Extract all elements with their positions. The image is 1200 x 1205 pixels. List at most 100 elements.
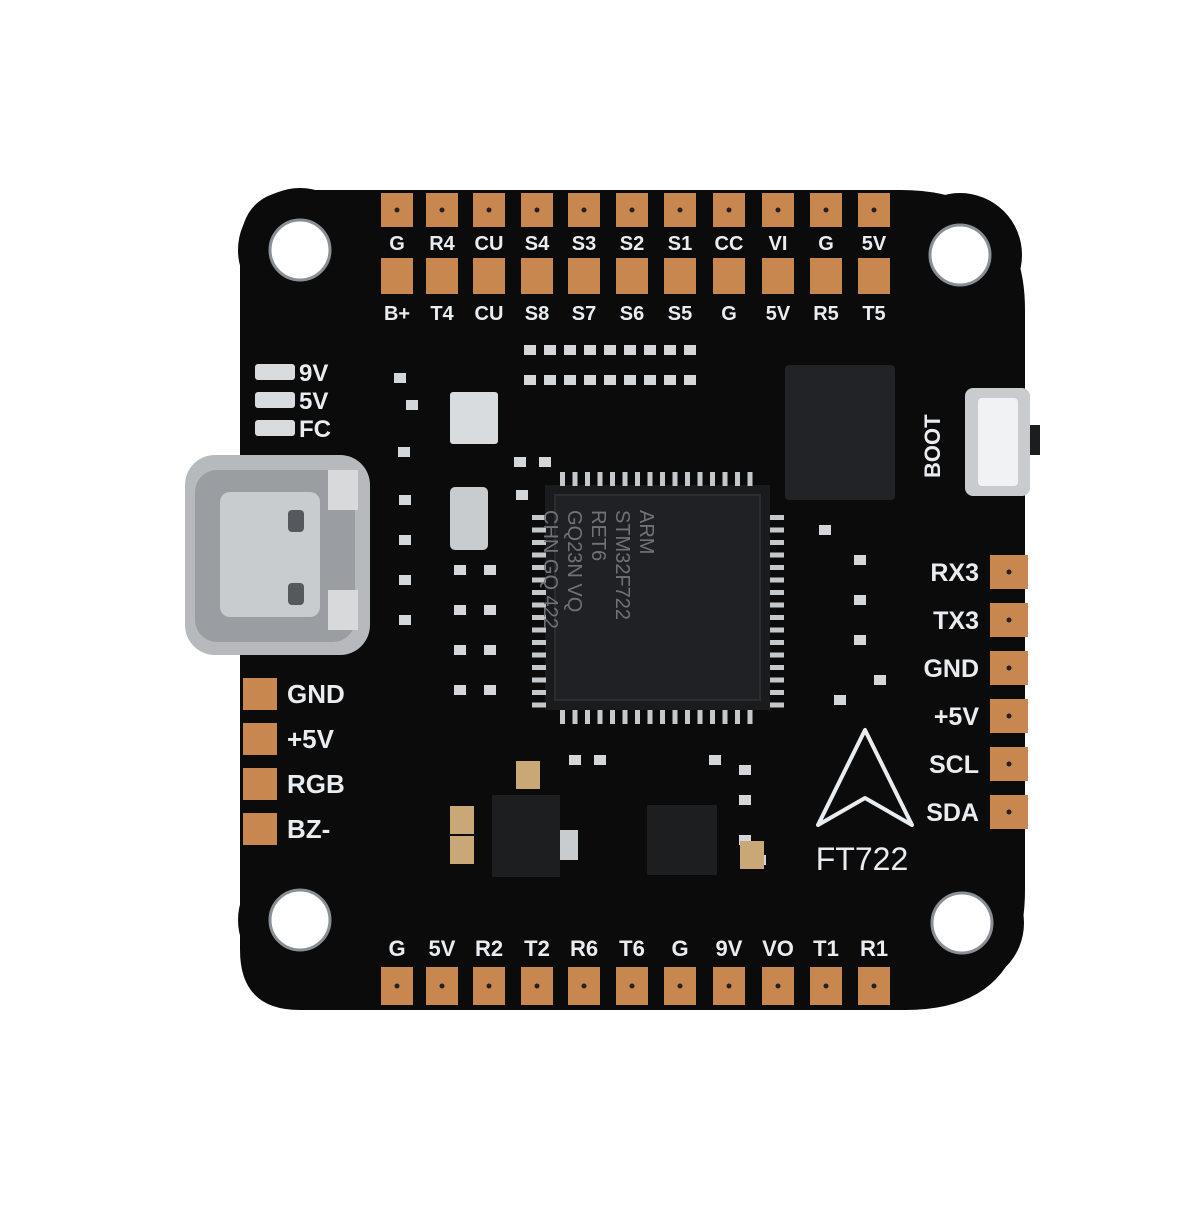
solder-pad-r5[interactable]: [810, 258, 842, 294]
via: [823, 207, 829, 213]
solder-pad-s5[interactable]: [664, 258, 696, 294]
smd-component: [454, 645, 466, 655]
smd-component: [454, 685, 466, 695]
smd-component: [644, 375, 656, 385]
smd-component: [399, 615, 411, 625]
mcu-pin: [572, 710, 578, 724]
via: [1006, 569, 1012, 575]
pad-label: S3: [572, 233, 596, 255]
mcu-pin: [532, 627, 546, 633]
pad-label: 5V: [429, 936, 456, 961]
pad-label: BZ-: [287, 814, 330, 844]
solder-pad-s6[interactable]: [616, 258, 648, 294]
ft722-logo: FT722: [816, 728, 914, 877]
mcu-pin: [735, 472, 740, 486]
mcu-pin: [710, 472, 715, 486]
mcu-pin: [560, 710, 565, 724]
via: [629, 983, 635, 989]
via: [394, 207, 400, 213]
mcu-pin: [770, 640, 784, 645]
pad-label: T2: [524, 936, 550, 961]
solder-pad-cu[interactable]: [473, 258, 505, 294]
via: [534, 207, 540, 213]
solder-pad-s8[interactable]: [521, 258, 553, 294]
smd-component: [398, 447, 410, 457]
pad-label: G: [671, 936, 688, 961]
capacitor: [450, 806, 474, 834]
boot-button[interactable]: [965, 388, 1040, 496]
pad-label: S6: [620, 303, 644, 325]
smd-component: [484, 565, 496, 575]
via: [823, 983, 829, 989]
mcu-pin: [532, 677, 546, 683]
usb-c-connector[interactable]: [185, 455, 370, 655]
via: [1006, 809, 1012, 815]
smd-component: [594, 755, 606, 765]
mcu-pin: [770, 677, 784, 683]
mcu-pin: [560, 472, 565, 486]
mcu-pin: [622, 472, 628, 486]
pad-label: 5V: [862, 233, 887, 255]
pad-label: G: [721, 303, 737, 325]
solder-pad-g[interactable]: [713, 258, 745, 294]
mount-hole-bottom-right: [900, 861, 1024, 985]
smd-component: [564, 345, 576, 355]
mcu-pin: [747, 710, 753, 724]
mcu-pin: [735, 710, 740, 724]
mount-hole-top-right: [898, 193, 1022, 317]
mcu-pin: [770, 652, 784, 658]
via: [871, 983, 877, 989]
smd-component: [684, 345, 696, 355]
solder-pad-bplus[interactable]: [381, 258, 413, 294]
pad-label: T4: [430, 303, 454, 325]
solder-pad-t4[interactable]: [426, 258, 458, 294]
mcu-pin: [722, 710, 728, 724]
solder-pad-rgb[interactable]: [243, 768, 277, 800]
pad-label: 5V: [766, 303, 791, 325]
pad-label: R5: [813, 303, 839, 325]
via: [726, 207, 732, 213]
solder-pad-t5[interactable]: [858, 258, 890, 294]
via: [629, 207, 635, 213]
pad-label: +5V: [934, 703, 980, 731]
pad-label: CU: [475, 233, 504, 255]
status-led: [255, 420, 295, 436]
led-label: 9V: [299, 360, 328, 387]
smd-component: [399, 495, 411, 505]
pad-label: G: [818, 233, 834, 255]
capacitor: [516, 761, 540, 789]
mcu-pin: [770, 602, 784, 608]
smd-component: [854, 635, 866, 645]
solder-pad-s7[interactable]: [568, 258, 600, 294]
smd-component: [819, 525, 831, 535]
smd-component: [854, 595, 866, 605]
pad-label: S5: [668, 303, 692, 325]
solder-pad-5v[interactable]: [762, 258, 794, 294]
smd-component: [539, 457, 551, 467]
mcu-pin: [532, 577, 546, 583]
smd-component: [664, 375, 676, 385]
smd-component: [664, 345, 676, 355]
pad-label: RX3: [930, 559, 979, 587]
mcu-pin: [532, 515, 546, 520]
mcu-pin: [770, 552, 784, 558]
via: [439, 207, 445, 213]
mcu-pin: [647, 710, 653, 724]
pad-label: S1: [668, 233, 692, 255]
led-label: FC: [299, 416, 331, 443]
solder-pad-gnd[interactable]: [243, 678, 277, 710]
solder-pad-bzminus[interactable]: [243, 813, 277, 845]
smd-component: [484, 645, 496, 655]
via: [581, 983, 587, 989]
pad-label: T5: [862, 303, 885, 325]
via: [534, 983, 540, 989]
mcu-pin: [585, 472, 590, 486]
pad-label: S4: [525, 233, 550, 255]
smd-component: [399, 535, 411, 545]
capacitor: [450, 836, 474, 864]
via: [394, 983, 400, 989]
solder-pad-plus5v[interactable]: [243, 723, 277, 755]
mcu-pin: [572, 472, 578, 486]
mcu-pin: [722, 472, 728, 486]
